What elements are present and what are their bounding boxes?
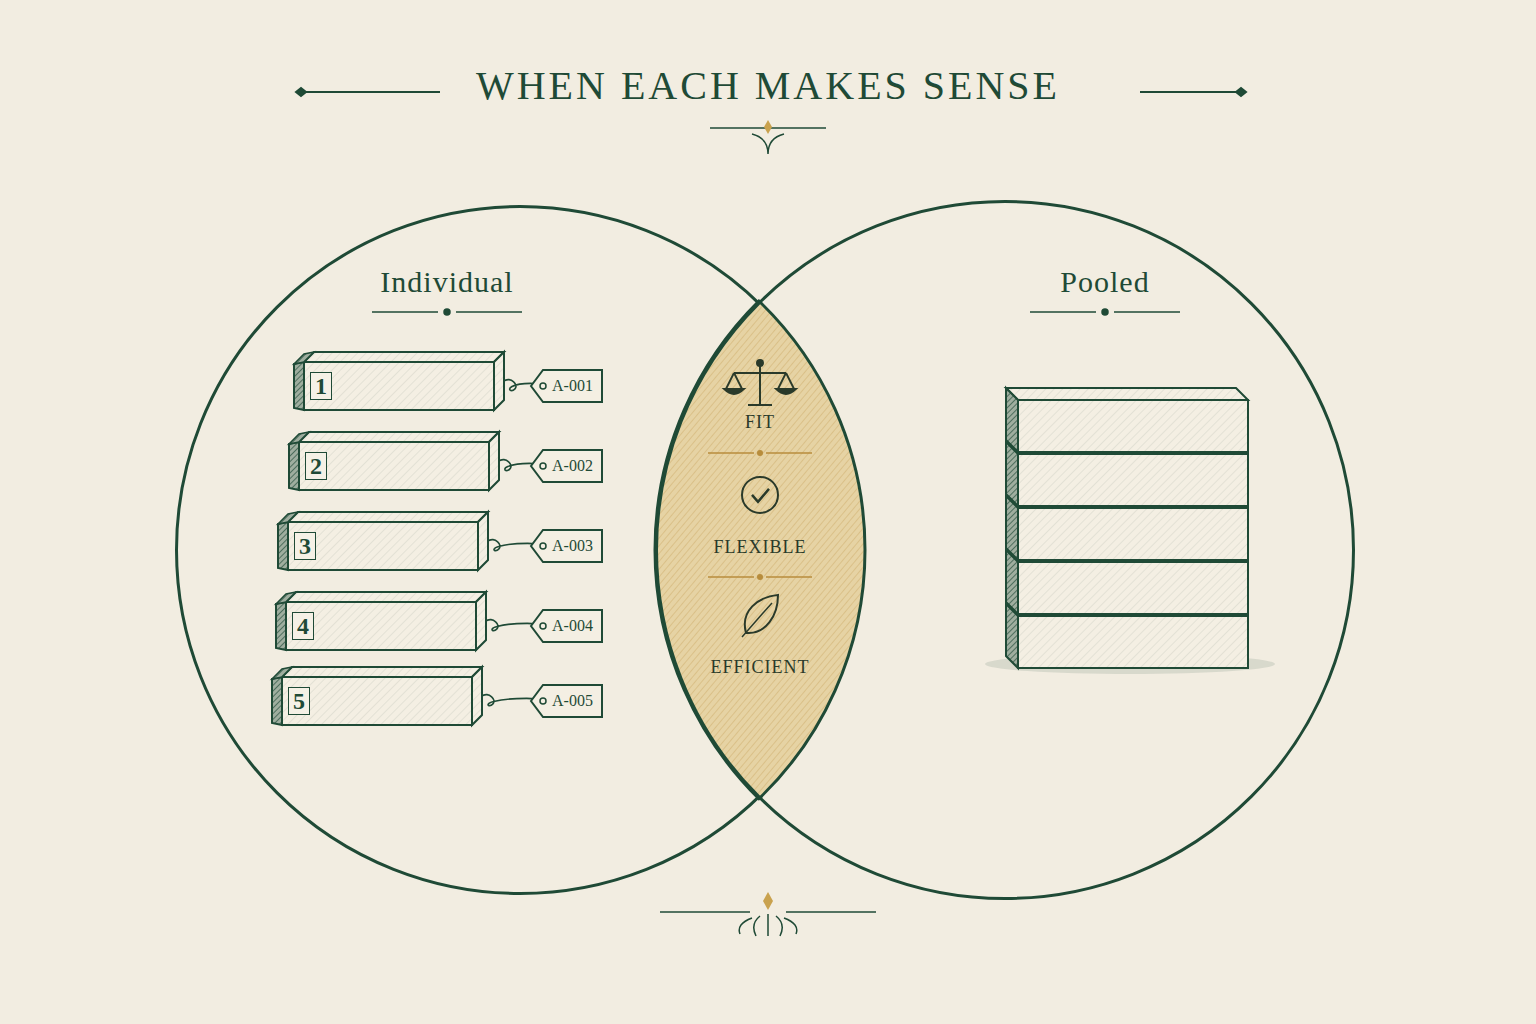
item-number: 2 xyxy=(305,452,327,480)
item-bar: 3 xyxy=(276,510,488,570)
item-bar: 4 xyxy=(274,590,486,650)
item-number: 3 xyxy=(294,532,316,560)
item-tag: A-003 xyxy=(530,526,603,566)
lens-fill xyxy=(655,301,865,799)
item-number: 4 xyxy=(292,612,314,640)
bottom-ornament xyxy=(660,892,876,936)
item-tag: A-002 xyxy=(530,446,603,486)
item-tag: A-004 xyxy=(530,606,603,646)
overlap-label: FIT xyxy=(745,412,775,433)
stack-brick xyxy=(1006,388,1248,452)
item-bar: 5 xyxy=(270,665,482,725)
overlap-label: FLEXIBLE xyxy=(714,537,807,558)
circle-heading: Individual xyxy=(380,265,513,299)
venn-circle: Pooled xyxy=(655,200,1355,900)
heading-ornament xyxy=(372,309,1180,315)
tag-label: A-003 xyxy=(552,537,593,555)
circle-outline xyxy=(655,200,1355,900)
circle-heading: Pooled xyxy=(1060,265,1149,299)
item-bar: 2 xyxy=(287,430,499,490)
tag-label: A-005 xyxy=(552,692,593,710)
lens-icons xyxy=(708,360,812,637)
item-tag: A-005 xyxy=(530,681,603,721)
item-number: 5 xyxy=(288,687,310,715)
tag-label: A-001 xyxy=(552,377,593,395)
item-tag: A-001 xyxy=(530,366,603,406)
overlap-label: EFFICIENT xyxy=(711,657,810,678)
overlap-region: FIT FLEXIBLE EFFICIENT xyxy=(655,301,865,799)
circle-outline xyxy=(657,202,1354,899)
tag-label: A-004 xyxy=(552,617,593,635)
item-bar: 1 xyxy=(292,350,504,410)
item-number: 1 xyxy=(310,372,332,400)
diagram-title: WHEN EACH MAKES SENSE xyxy=(0,62,1536,109)
pooled-stack xyxy=(985,388,1275,674)
tag-label: A-002 xyxy=(552,457,593,475)
